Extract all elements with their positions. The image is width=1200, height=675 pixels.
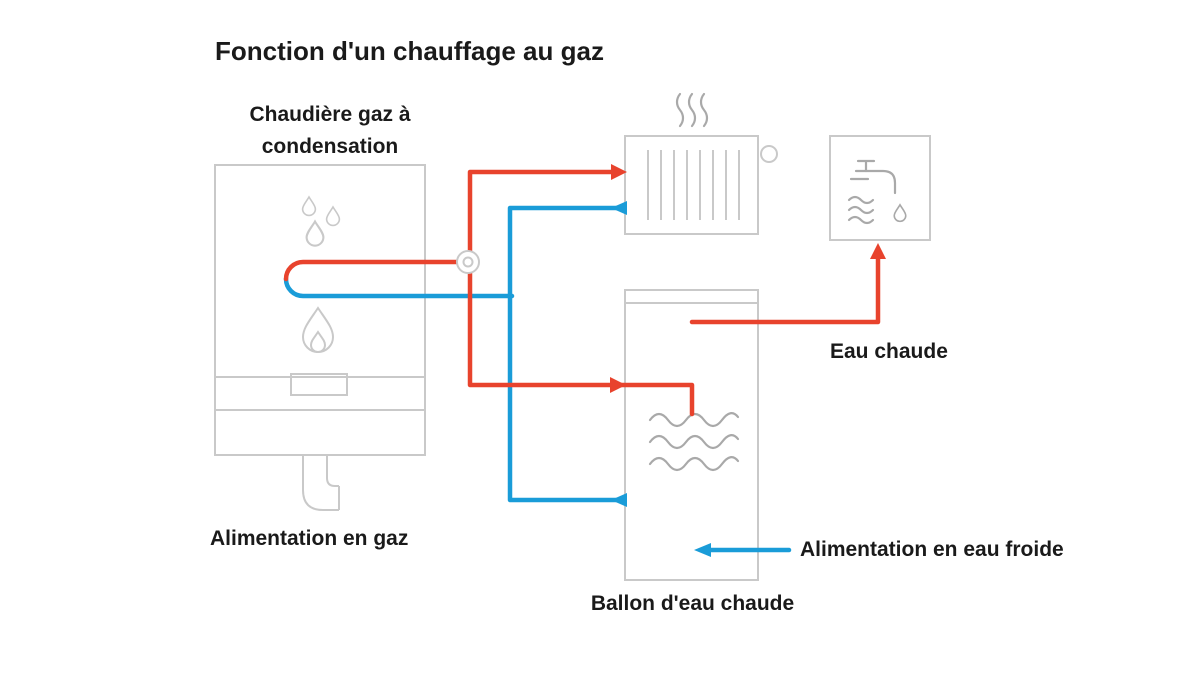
arrow-hot-tank xyxy=(610,377,626,393)
tank-outline xyxy=(624,289,759,581)
boiler xyxy=(214,164,426,511)
boiler-display xyxy=(290,373,348,396)
boiler-label: Chaudière gaz à condensation xyxy=(249,103,411,158)
tap-icon xyxy=(849,159,897,195)
arrow-cold-radiator-return xyxy=(611,201,627,215)
radiator-heat-waves-icon xyxy=(675,92,709,128)
pipes xyxy=(283,164,886,557)
droplet-icon xyxy=(301,195,317,217)
flame-icon xyxy=(301,306,335,353)
pump-icon xyxy=(456,250,480,274)
hot-tap-panel xyxy=(829,135,931,241)
tap-steam-icon xyxy=(847,195,875,225)
pipe-hot-supply xyxy=(467,169,695,417)
gas-supply-label: Alimentation en gaz xyxy=(210,527,409,550)
pipe-hot-boiler-out xyxy=(283,259,475,282)
condensation-droplets-icon xyxy=(301,195,341,247)
droplet-icon xyxy=(305,219,325,247)
tap-panel-outline xyxy=(829,135,931,241)
arrow-cold-tank-return xyxy=(611,493,627,507)
radiator-fins xyxy=(647,150,740,220)
tank-label: Ballon d'eau chaude xyxy=(590,592,795,615)
flame-inner xyxy=(309,330,327,353)
pipe-cold-return xyxy=(507,205,625,503)
diagram-title: Fonction d'un chauffage au gaz xyxy=(215,36,604,66)
tap-spout xyxy=(854,169,897,195)
hot-water-label: Eau chaude xyxy=(830,340,948,363)
tap-droplet-icon xyxy=(893,203,907,223)
pipe-cold-return-boiler xyxy=(283,276,515,299)
cold-water-label: Alimentation en eau froide xyxy=(800,538,1064,561)
tap-handle xyxy=(849,159,876,181)
tank-coil-icon xyxy=(648,412,740,472)
gas-pipe-icon xyxy=(302,455,340,511)
arrow-hot-radiator xyxy=(611,164,627,180)
arrow-cold-inlet xyxy=(694,543,711,557)
arrow-hot-tap xyxy=(870,243,886,259)
droplet-icon xyxy=(325,205,341,227)
radiator-icon xyxy=(624,92,778,235)
radiator-valve-icon xyxy=(760,145,778,163)
pump-inner-ring xyxy=(462,256,474,268)
pipe-hot-water-out xyxy=(689,254,881,325)
hot-water-tank xyxy=(624,289,759,581)
